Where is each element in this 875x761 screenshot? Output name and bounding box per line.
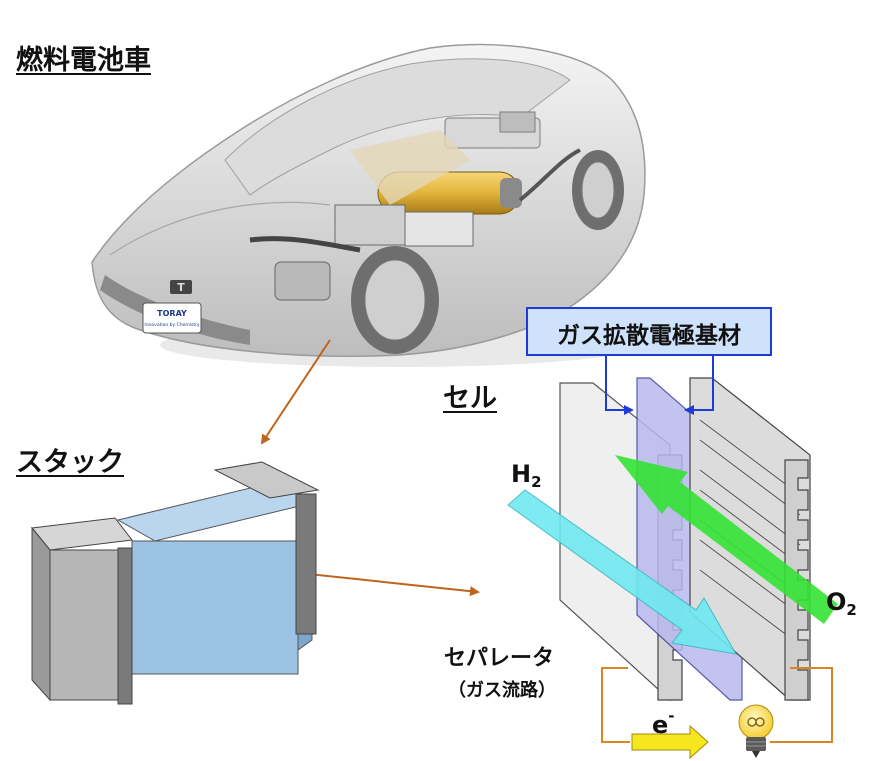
stack-title: スタック <box>16 447 124 478</box>
electron-flow-arrow <box>631 724 709 760</box>
connector-arrow-to-cathode-gdl <box>684 355 714 415</box>
o2-label-main: O <box>826 588 847 616</box>
plate-tagline-text: Innovation by Chemistry <box>144 322 200 328</box>
zoom-arrow-car-to-stack <box>260 339 331 445</box>
electron-label-main: e <box>652 711 669 739</box>
o2-label: O2 <box>826 588 857 619</box>
car-title: 燃料電池車 <box>16 45 151 76</box>
electron-label: e- <box>652 707 675 739</box>
separator-label: セパレータ <box>444 646 555 671</box>
circuit-wire-right <box>770 667 833 743</box>
car-emblem: T <box>177 281 185 294</box>
gdl-label-box <box>526 307 772 356</box>
light-bulb-icon <box>738 704 774 758</box>
h2-label: H2 <box>511 460 542 491</box>
plate-brand-text: TORAY <box>157 309 187 318</box>
separator-sublabel: （ガス流路） <box>448 680 556 701</box>
h2-label-sub: 2 <box>531 473 542 491</box>
connector-arrow-to-anode-gdl <box>605 355 634 415</box>
fuel-cell-stack-illustration <box>31 461 320 705</box>
gdl-label: ガス拡散電極基材 <box>557 322 741 349</box>
o2-label-sub: 2 <box>846 601 857 619</box>
h2-label-main: H <box>511 460 532 488</box>
circuit-wire-left <box>601 667 630 743</box>
electron-label-sup: - <box>668 707 675 725</box>
fuel-cell-cross-section <box>507 377 838 702</box>
cell-title: セル <box>443 383 497 414</box>
fuel-cell-car-illustration: TORAY Innovation by Chemistry T <box>91 43 646 367</box>
